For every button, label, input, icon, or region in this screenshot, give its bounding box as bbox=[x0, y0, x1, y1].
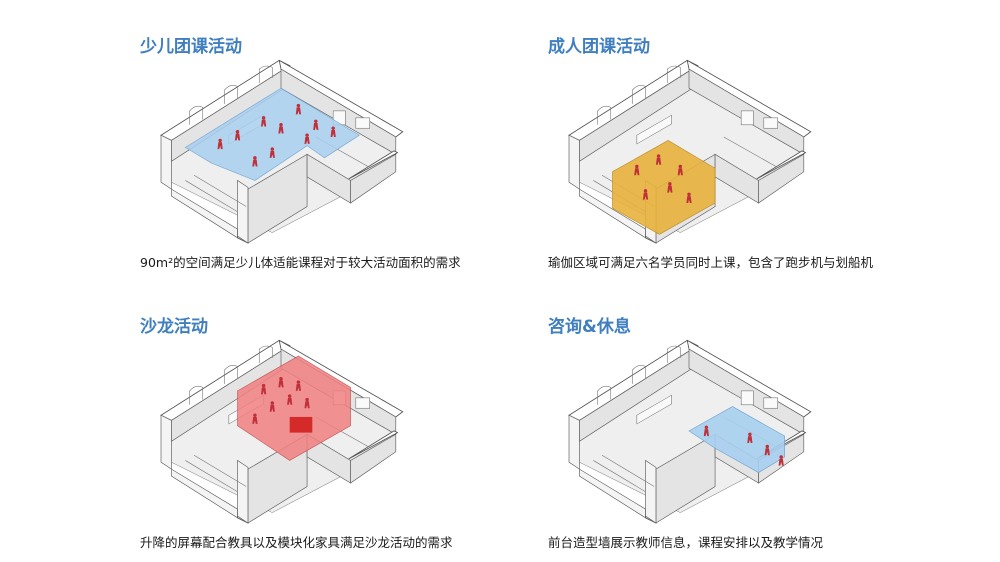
highlight-area bbox=[688, 406, 785, 474]
panel-kids: 少儿团课活动 90m²的空间满足少儿体适能课程对于较大活动面积的需求 bbox=[140, 32, 510, 292]
panel-caption: 升降的屏幕配合教具以及模块化家具满足沙龙活动的需求 bbox=[140, 535, 453, 550]
panel-caption: 90m²的空间满足少儿体适能课程对于较大活动面积的需求 bbox=[140, 255, 461, 270]
screen bbox=[289, 416, 313, 433]
panel-title: 成人团课活动 bbox=[548, 37, 650, 57]
panel-salon: 沙龙活动 升降的屏幕配合教具以及模块化家具满足沙龙活动的需求 bbox=[140, 312, 510, 562]
panel-caption: 前台造型墙展示教师信息，课程安排以及教学情况 bbox=[548, 535, 824, 550]
highlight-area bbox=[237, 355, 351, 461]
panel-adult: 成人团课活动 瑜伽区域可满足六名学员同时上课，包含了跑步机与划船机 bbox=[548, 32, 918, 292]
highlight-area bbox=[184, 87, 360, 181]
panel-title: 沙龙活动 bbox=[140, 317, 208, 337]
isometric-plan bbox=[568, 60, 812, 244]
isometric-plan bbox=[160, 340, 404, 524]
panel-caption: 瑜伽区域可满足六名学员同时上课，包含了跑步机与划船机 bbox=[548, 255, 874, 270]
panel-title: 少儿团课活动 bbox=[140, 37, 242, 57]
highlight-area bbox=[612, 140, 716, 235]
panel-title: 咨询&休息 bbox=[548, 317, 631, 337]
isometric-plan bbox=[160, 60, 404, 244]
isometric-plan bbox=[568, 340, 812, 524]
panel-consult: 咨询&休息 前台造型墙展示教师信息，课程安排以及教学情况 bbox=[548, 312, 918, 562]
